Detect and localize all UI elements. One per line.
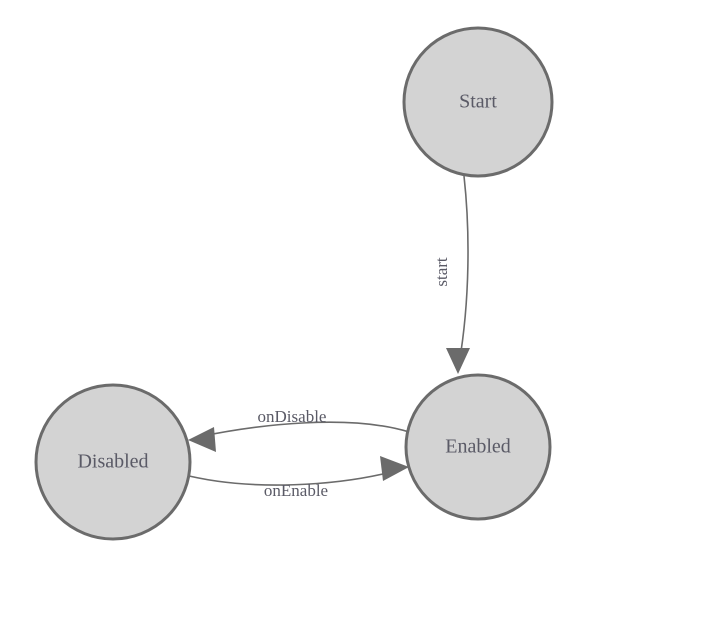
edge-path-disabled-to-enabled <box>180 469 400 486</box>
arrowhead-icon-enabled-to-disabled <box>188 427 216 452</box>
state-node-disabled-label: Disabled <box>77 451 148 473</box>
state-node-disabled[interactable]: Disabled <box>34 383 192 541</box>
state-node-start-circle[interactable] <box>402 26 554 178</box>
state-node-disabled-circle[interactable] <box>34 383 192 541</box>
arrowhead-icon-start-to-enabled <box>446 348 470 374</box>
arrowhead-icon-disabled-to-enabled <box>380 456 409 481</box>
edge-label-on-enable: onEnable <box>264 481 328 500</box>
state-node-enabled-label: Enabled <box>445 436 511 458</box>
state-node-enabled[interactable]: Enabled <box>404 373 552 521</box>
edge-enabled-to-disabled[interactable]: onDisable <box>188 407 410 452</box>
state-node-enabled-circle[interactable] <box>404 373 552 521</box>
state-node-start[interactable]: Start <box>402 26 554 178</box>
edge-start-to-enabled[interactable]: start <box>432 175 470 374</box>
edge-label-on-disable: onDisable <box>258 407 327 426</box>
edge-path-enabled-to-disabled <box>197 421 410 438</box>
edge-label-start: start <box>432 257 451 287</box>
edge-disabled-to-enabled[interactable]: onEnable <box>180 456 409 500</box>
edge-path-start-to-enabled <box>458 175 469 365</box>
state-node-start-label: Start <box>459 91 497 113</box>
